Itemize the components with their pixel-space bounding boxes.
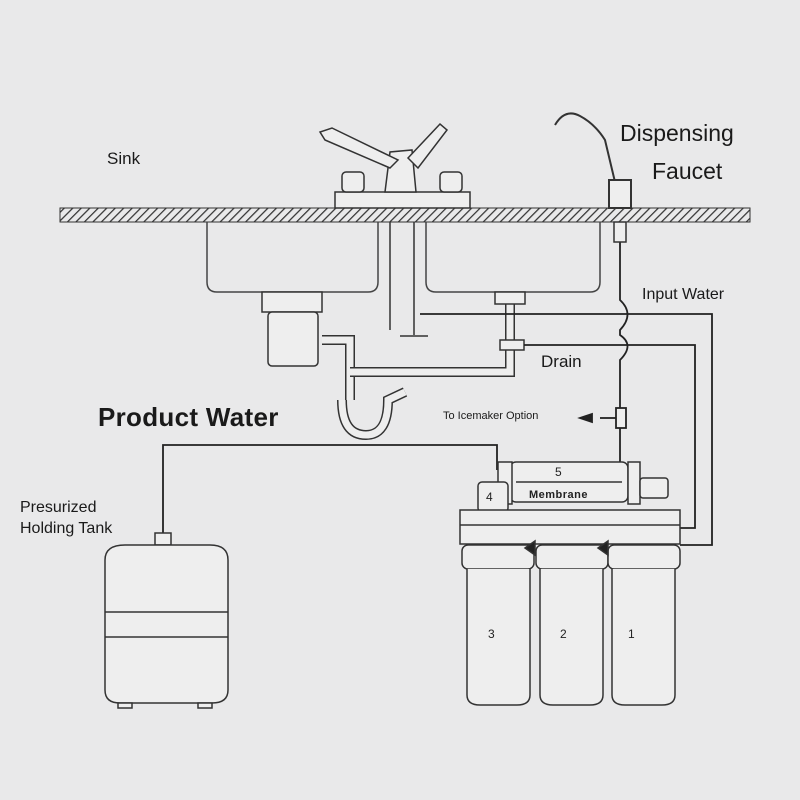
dispensing-label-line2: Faucet — [652, 158, 723, 184]
stage-2-number: 2 — [560, 627, 567, 641]
dispensing-faucet — [554, 112, 632, 248]
product-water-label: Product Water — [98, 402, 279, 432]
stage-1-number: 1 — [628, 627, 635, 641]
icemaker-label: To Icemaker Option — [443, 410, 539, 422]
tank-label-line1: Presurized — [20, 499, 97, 516]
tank-label-line2: Holding Tank — [20, 520, 113, 537]
countertop — [59, 207, 751, 223]
drain-label: Drain — [541, 352, 582, 371]
drain-pipes — [261, 291, 526, 441]
filter-unit — [459, 461, 681, 706]
holding-tank — [104, 532, 229, 709]
kitchen-faucet — [318, 122, 471, 209]
dispensing-label-line1: Dispensing — [620, 120, 734, 146]
tubing — [162, 248, 713, 546]
stage-3-number: 3 — [488, 627, 495, 641]
membrane-label: Membrane — [529, 489, 589, 501]
sink-basins — [206, 222, 601, 293]
dispensing-faucet-label: Dispensing Faucet — [620, 114, 734, 190]
faucet-supply-lines — [389, 222, 428, 337]
input-water-label: Input Water — [642, 286, 725, 303]
stage-5-number: 5 — [555, 465, 562, 479]
holding-tank-label: Presurized Holding Tank — [20, 497, 112, 539]
sink-label: Sink — [107, 149, 141, 168]
stage-4-number: 4 — [486, 490, 493, 504]
